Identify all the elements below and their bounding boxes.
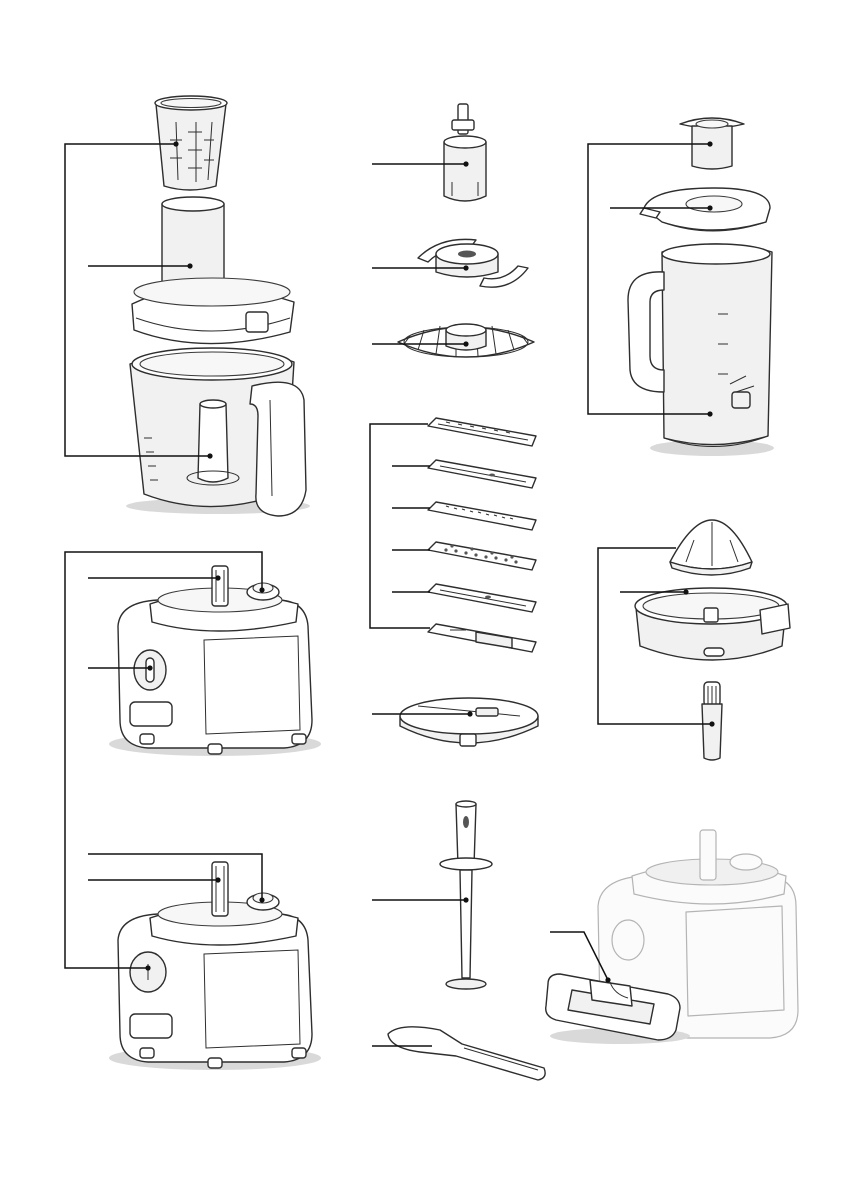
insert-5-illustration bbox=[428, 584, 536, 612]
insert-1-illustration bbox=[428, 418, 536, 446]
pusher-small-illustration bbox=[155, 96, 227, 190]
citrus-shaft-illustration bbox=[702, 682, 722, 760]
bowl-lid-illustration bbox=[132, 278, 294, 344]
bracket-motor-base bbox=[65, 552, 88, 968]
bracket-citrus-press bbox=[598, 548, 620, 724]
blender-jar-illustration bbox=[628, 244, 774, 456]
insert-2-illustration bbox=[428, 460, 536, 488]
pusher-large-illustration bbox=[162, 197, 224, 291]
blade-adapter-illustration bbox=[444, 104, 486, 201]
citrus-sieve-bowl-illustration bbox=[635, 588, 790, 660]
motor-base-1-illustration bbox=[109, 566, 321, 756]
motor-base-2-illustration bbox=[109, 862, 321, 1070]
bowl-illustration bbox=[126, 348, 310, 516]
disc-holder-illustration bbox=[400, 698, 538, 746]
citrus-cone-illustration bbox=[670, 520, 752, 575]
kneading-blade-illustration bbox=[418, 239, 528, 287]
bracket-blender bbox=[588, 144, 610, 414]
blender-lid-illustration bbox=[640, 188, 770, 231]
disc-holder-shaft-illustration bbox=[440, 801, 492, 989]
spatula-illustration bbox=[388, 1027, 545, 1080]
bracket-bowl-assembly bbox=[65, 144, 88, 456]
insert-4-illustration bbox=[428, 542, 536, 570]
emulsifying-disc-illustration bbox=[398, 324, 534, 357]
bracket-inserts bbox=[370, 424, 392, 628]
insert-6-illustration bbox=[428, 624, 536, 652]
insert-3-illustration bbox=[428, 502, 536, 530]
